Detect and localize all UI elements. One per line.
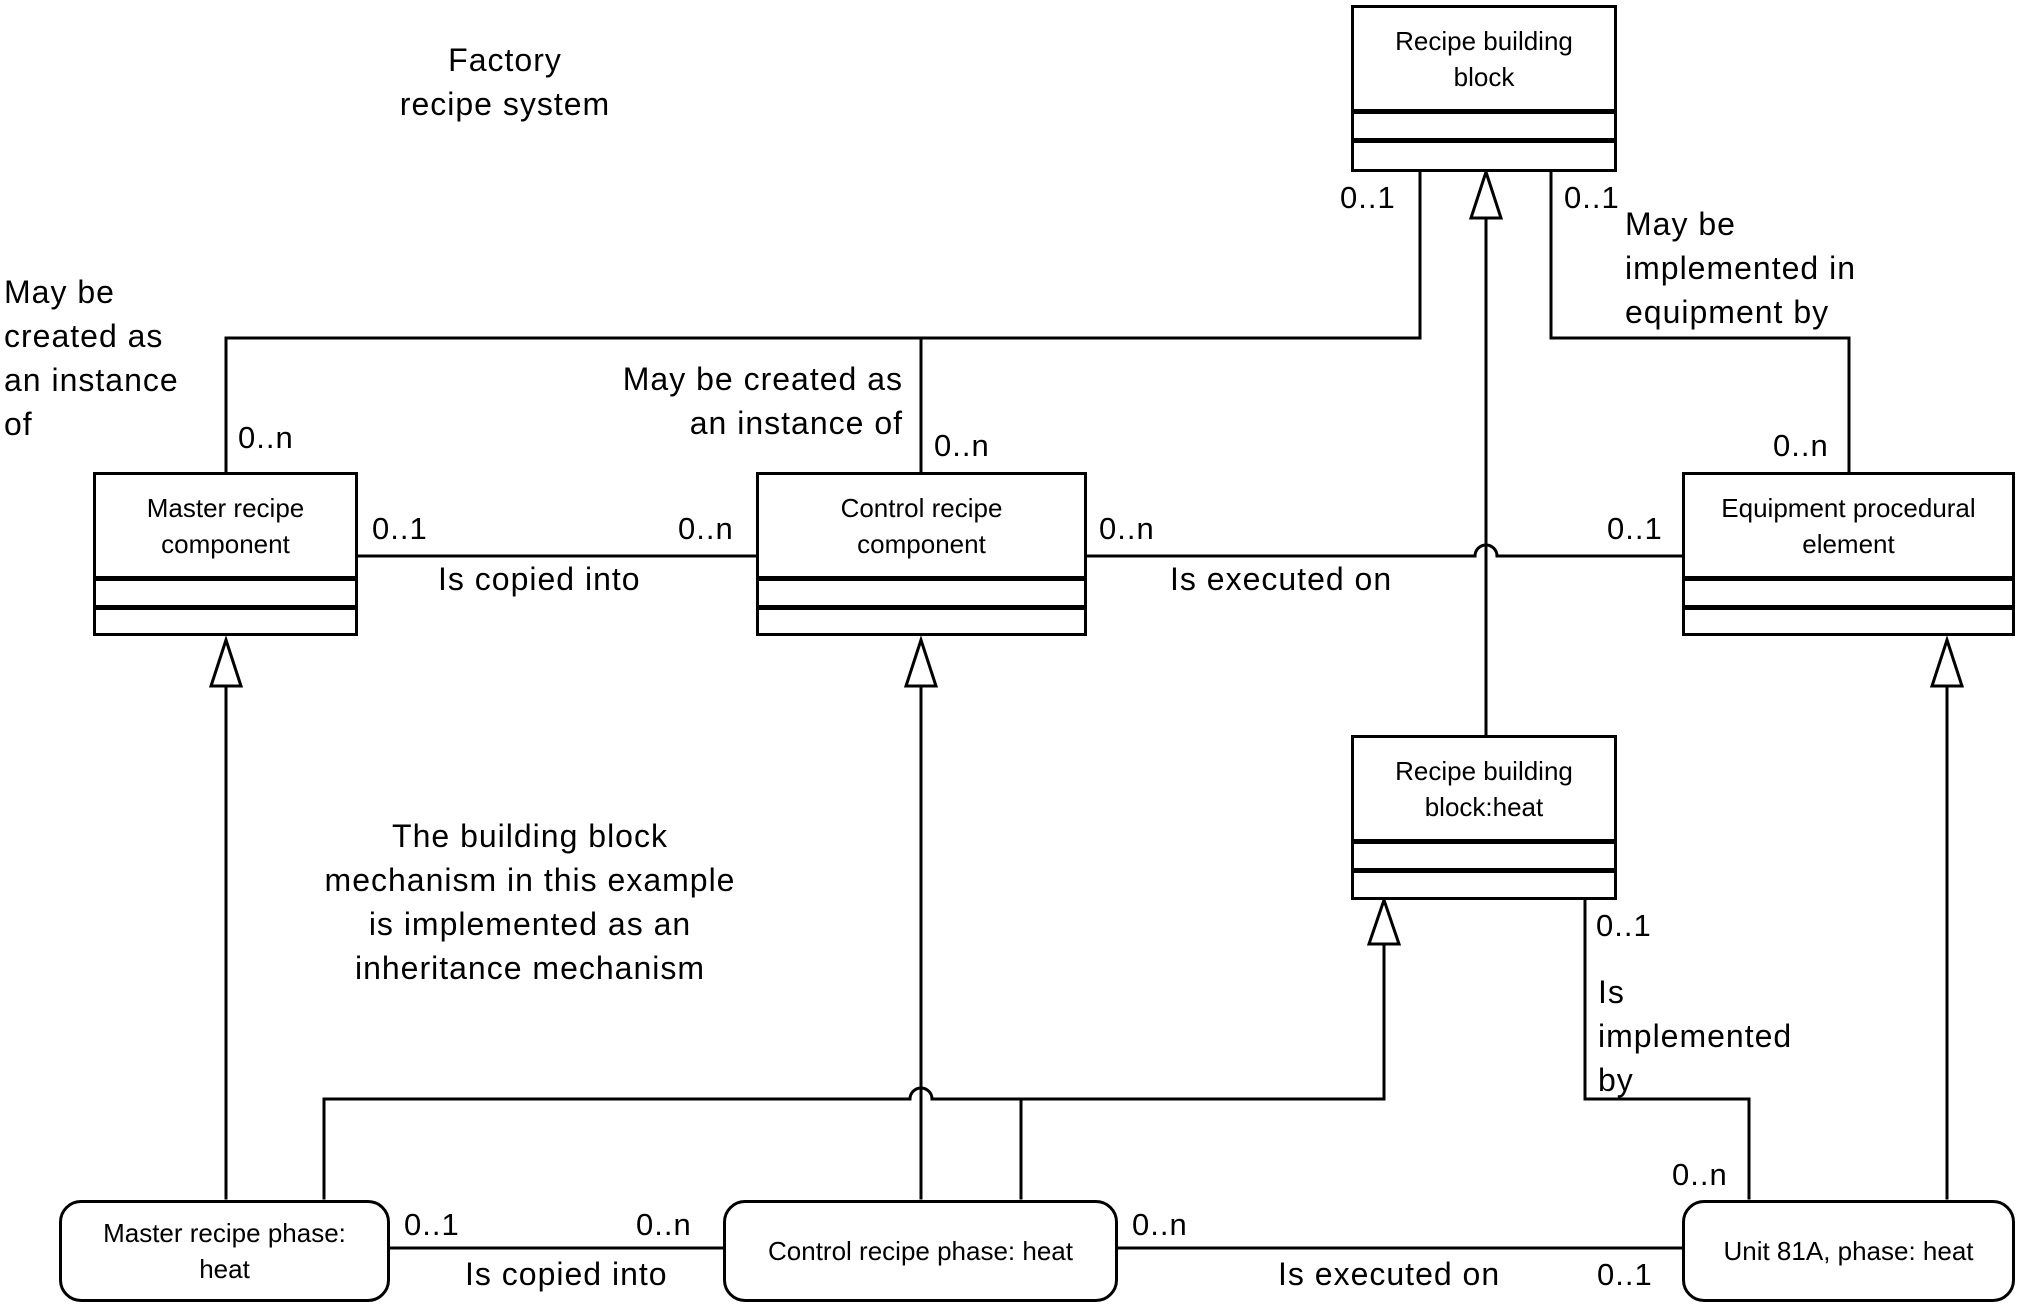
class-recipe-building-block-heat[interactable]: Recipe building block:heat bbox=[1351, 735, 1617, 900]
operation-divider bbox=[759, 605, 1084, 610]
operation-divider bbox=[1685, 605, 2012, 610]
attribute-divider bbox=[1354, 109, 1614, 114]
diagram-title: Factory recipe system bbox=[399, 42, 611, 122]
label-is-implemented-by: Is implemented by bbox=[1598, 974, 1793, 1098]
class-control-recipe-component[interactable]: Control recipe component bbox=[756, 472, 1087, 636]
label-may-be-created-center: May be created as an instance of bbox=[622, 361, 903, 441]
mult-unit-left: 0..1 bbox=[1597, 1257, 1653, 1292]
label-is-copied-into-top: Is copied into bbox=[438, 561, 641, 597]
mult-crp-right: 0..n bbox=[1132, 1207, 1188, 1242]
mult-crc-top: 0..n bbox=[934, 428, 990, 463]
rbb-to-epe-line bbox=[1549, 170, 1851, 474]
rbbh-implemented-unit-line bbox=[1583, 898, 1751, 1200]
label-may-be-created-left: May be created as an instance of bbox=[4, 274, 179, 442]
phases-generalization-line bbox=[322, 942, 1386, 1200]
rbb-generalization-arrow bbox=[1468, 167, 1504, 220]
mult-unit-top: 0..n bbox=[1672, 1157, 1728, 1192]
mrc-to-rbb-line bbox=[224, 170, 1422, 474]
class-name: Recipe building block:heat bbox=[1395, 755, 1573, 822]
mult-rbb-left: 0..1 bbox=[1340, 180, 1396, 215]
instance-control-recipe-phase-heat[interactable]: Control recipe phase: heat bbox=[723, 1200, 1118, 1302]
label-is-executed-on-bottom: Is executed on bbox=[1278, 1256, 1501, 1292]
label-is-copied-into-bottom: Is copied into bbox=[465, 1256, 668, 1292]
mult-mrc-top: 0..n bbox=[238, 420, 294, 455]
operation-divider bbox=[1354, 138, 1614, 143]
mult-rbbh-bottom: 0..1 bbox=[1596, 908, 1652, 943]
mult-mrc-right: 0..1 bbox=[372, 511, 428, 546]
instance-unit-81a-phase-heat[interactable]: Unit 81A, phase: heat bbox=[1682, 1200, 2015, 1302]
class-name: Control recipe component bbox=[840, 492, 1003, 559]
class-equipment-procedural-element[interactable]: Equipment procedural element bbox=[1682, 472, 2015, 636]
attribute-divider bbox=[1685, 576, 2012, 581]
crc-generalization-arrow bbox=[903, 635, 939, 688]
class-name: Recipe building block bbox=[1395, 25, 1573, 92]
mrc-generalization-arrow bbox=[208, 635, 244, 688]
mult-rbb-right: 0..1 bbox=[1564, 180, 1620, 215]
operation-divider bbox=[1354, 868, 1614, 873]
attribute-divider bbox=[96, 576, 355, 581]
instance-master-recipe-phase-heat[interactable]: Master recipe phase: heat bbox=[59, 1200, 390, 1302]
mult-crp-left: 0..n bbox=[636, 1207, 692, 1242]
class-recipe-building-block[interactable]: Recipe building block bbox=[1351, 5, 1617, 172]
operation-divider bbox=[96, 605, 355, 610]
class-name: Master recipe component bbox=[146, 492, 305, 559]
class-name: Equipment procedural element bbox=[1721, 492, 1976, 559]
class-master-recipe-component[interactable]: Master recipe component bbox=[93, 472, 358, 636]
attribute-divider bbox=[1354, 839, 1614, 844]
mult-crc-left: 0..n bbox=[678, 511, 734, 546]
mult-epe-left: 0..1 bbox=[1607, 511, 1663, 546]
epe-generalization-arrow bbox=[1929, 635, 1965, 688]
label-is-executed-on-top: Is executed on bbox=[1170, 561, 1393, 597]
mult-crc-right: 0..n bbox=[1099, 511, 1155, 546]
attribute-divider bbox=[759, 576, 1084, 581]
crc-executed-epe-line bbox=[1085, 543, 1684, 558]
label-may-be-implemented: May be implemented in equipment by bbox=[1625, 206, 1856, 330]
diagram-note: The building block mechanism in this exa… bbox=[324, 818, 736, 986]
rbbh-generalization-arrow bbox=[1366, 895, 1402, 946]
mult-mrp-right: 0..1 bbox=[404, 1207, 460, 1242]
mult-epe-top: 0..n bbox=[1773, 428, 1829, 463]
